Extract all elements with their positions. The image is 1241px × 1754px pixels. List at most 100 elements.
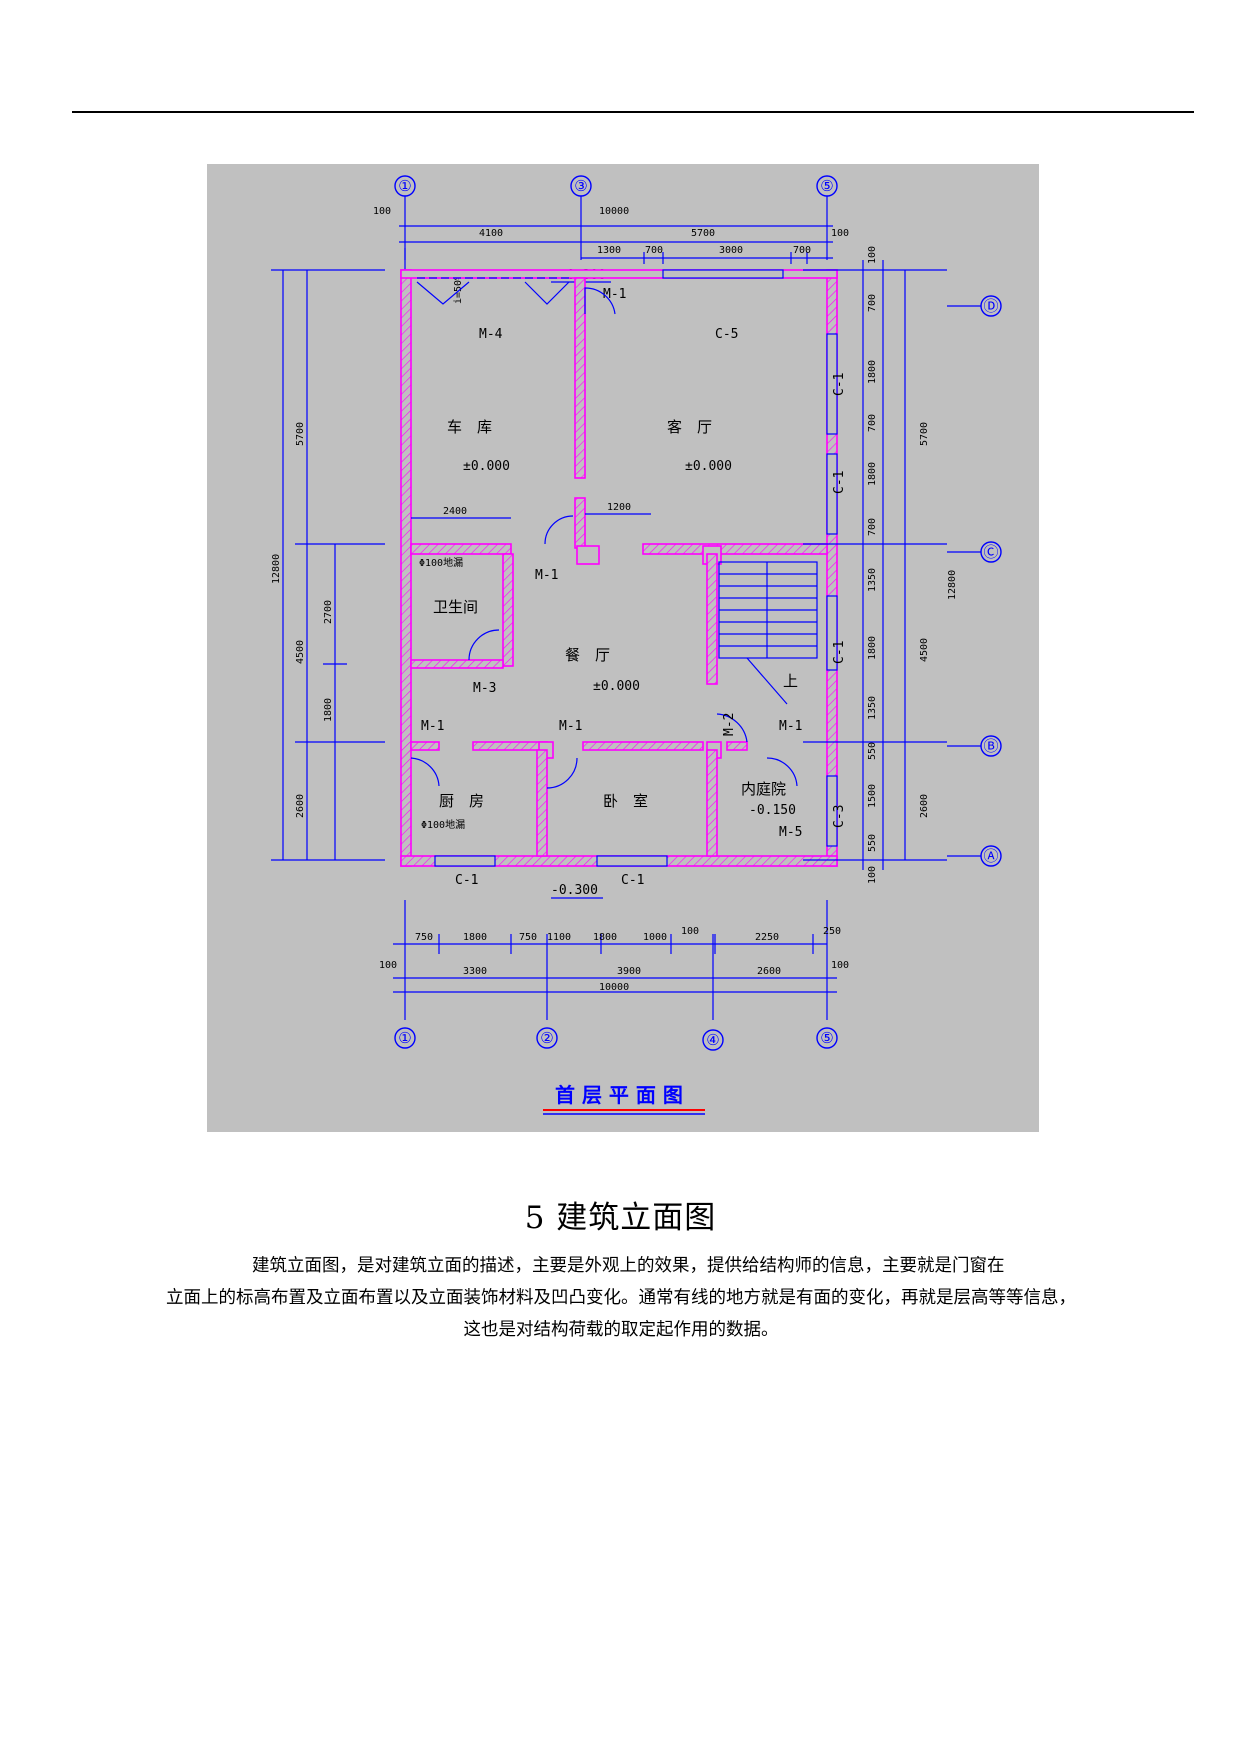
level-courtyard: -0.150 bbox=[749, 803, 796, 818]
doors bbox=[410, 277, 798, 789]
axis-label-1-top: ① bbox=[398, 177, 411, 195]
right-dimensions: 100 700 1800 700 1800 700 1350 1800 1350… bbox=[803, 246, 958, 884]
dim-right-1800a: 1800 bbox=[867, 360, 878, 384]
section-paragraph: 建筑立面图，是对建筑立面的描述，主要是外观上的效果，提供给结构师的信息，主要就是… bbox=[72, 1250, 1170, 1346]
axis-bubble-2-bottom bbox=[536, 1027, 558, 1049]
windows bbox=[434, 269, 838, 867]
dim-left-2700: 2700 bbox=[323, 600, 334, 624]
room-kitchen: 厨 房 bbox=[439, 792, 484, 810]
dim-bottom-1000: 1000 bbox=[643, 932, 667, 943]
mark-c1-bottom-b: C-1 bbox=[621, 873, 644, 888]
dim-top-1300: 1300 bbox=[597, 245, 621, 256]
dim-top-4100: 4100 bbox=[479, 228, 503, 239]
axis-label-5-top: ⑤ bbox=[820, 177, 833, 195]
paragraph-line-2: 立面上的标高布置及立面布置以及立面装饰材料及凹凸变化。通常有线的地方就是有面的变… bbox=[166, 1288, 1076, 1308]
axis-label-a: Ⓐ bbox=[983, 847, 998, 865]
mark-c1-right-c: C-1 bbox=[832, 641, 847, 664]
mark-c1-right-b: C-1 bbox=[832, 471, 847, 494]
dim-right-550a: 550 bbox=[867, 742, 878, 760]
header-rule bbox=[72, 111, 1194, 113]
dim-bottom-total: 10000 bbox=[599, 982, 629, 993]
slope-label: i=50% bbox=[453, 274, 464, 304]
stair-up-label: 上 bbox=[783, 672, 798, 690]
plan-caption: 首 层 平 面 图 bbox=[555, 1083, 683, 1107]
mark-m1-court: M-1 bbox=[779, 719, 802, 734]
dim-right-12800: 12800 bbox=[947, 570, 958, 600]
room-bedroom: 卧 室 bbox=[603, 792, 648, 810]
axis-bubble-5-bottom bbox=[816, 1027, 838, 1049]
dim-right-5700: 5700 bbox=[919, 422, 930, 446]
dim-bottom-100: 100 bbox=[681, 926, 699, 937]
dim-bottom-2600: 2600 bbox=[757, 966, 781, 977]
axis-label-b: Ⓑ bbox=[983, 737, 998, 755]
level-bottom: -0.300 bbox=[551, 883, 598, 898]
note-drain-kitchen: Φ100地漏 bbox=[421, 818, 465, 831]
level-dining: ±0.000 bbox=[593, 679, 640, 694]
dim-bottom-1800a: 1800 bbox=[463, 932, 487, 943]
dim-bottom-1800b: 1800 bbox=[593, 932, 617, 943]
section-title: 5 建筑立面图 bbox=[524, 1200, 717, 1236]
dim-2400: 2400 bbox=[443, 506, 467, 517]
axis-label-5-bottom: ⑤ bbox=[820, 1029, 833, 1047]
dim-bottom-edge-left: 100 bbox=[379, 960, 397, 971]
dim-top-5700: 5700 bbox=[691, 228, 715, 239]
mark-m3: M-3 bbox=[473, 681, 496, 696]
axis-label-4-bottom: ④ bbox=[706, 1031, 719, 1049]
dim-left-12800: 12800 bbox=[271, 554, 282, 584]
axis-label-3-top: ③ bbox=[574, 177, 587, 195]
dim-bottom-750b: 750 bbox=[519, 932, 537, 943]
dim-bottom-edge-right: 100 bbox=[831, 960, 849, 971]
dim-left-4500: 4500 bbox=[295, 640, 306, 664]
dim-top-edge-left: 100 bbox=[373, 206, 391, 217]
dim-right-1350b: 1350 bbox=[867, 696, 878, 720]
dim-right-100-bottom: 100 bbox=[867, 866, 878, 884]
mark-m1-top: M-1 bbox=[603, 287, 626, 302]
dim-left-5700: 5700 bbox=[295, 422, 306, 446]
mark-m4: M-4 bbox=[479, 327, 503, 342]
dim-1200: 1200 bbox=[607, 502, 631, 513]
dim-right-700c: 700 bbox=[867, 518, 878, 536]
mark-m1-kitchen: M-1 bbox=[421, 719, 444, 734]
paragraph-line-3: 这也是对结构荷载的取定起作用的数据。 bbox=[463, 1320, 779, 1340]
floor-plan-figure: ① ③ ⑤ 100 10000 4100 5700 100 1300 700 3… bbox=[207, 164, 1039, 1132]
dim-left-1800: 1800 bbox=[323, 698, 334, 722]
dim-top-total: 10000 bbox=[599, 206, 629, 217]
dim-bottom-2250: 2250 bbox=[755, 932, 779, 943]
dim-right-550b: 550 bbox=[867, 834, 878, 852]
room-dining: 餐 厅 bbox=[565, 646, 610, 664]
mark-m1-hall: M-1 bbox=[535, 568, 558, 583]
dim-top-700b: 700 bbox=[793, 245, 811, 256]
mark-m5: M-5 bbox=[779, 825, 802, 840]
top-dimensions: 100 10000 4100 5700 100 1300 700 3000 70… bbox=[373, 206, 849, 282]
dim-bottom-1100: 1100 bbox=[547, 932, 571, 943]
dim-right-1500: 1500 bbox=[867, 784, 878, 808]
dim-top-edge-right: 100 bbox=[831, 228, 849, 239]
dim-right-700b: 700 bbox=[867, 414, 878, 432]
dim-left-2600: 2600 bbox=[295, 794, 306, 818]
floor-plan-drawing: ① ③ ⑤ 100 10000 4100 5700 100 1300 700 3… bbox=[271, 175, 1002, 1115]
mark-c1-right-a: C-1 bbox=[832, 373, 847, 396]
dim-right-1800c: 1800 bbox=[867, 636, 878, 660]
dim-right-700a: 700 bbox=[867, 294, 878, 312]
dim-bottom-3900: 3900 bbox=[617, 966, 641, 977]
room-courtyard: 内庭院 bbox=[741, 780, 786, 798]
dim-bottom-3300: 3300 bbox=[463, 966, 487, 977]
dim-right-100-top: 100 bbox=[867, 246, 878, 264]
stair bbox=[718, 561, 818, 705]
level-living: ±0.000 bbox=[685, 459, 732, 474]
dim-top-700a: 700 bbox=[645, 245, 663, 256]
mark-m2: M-2 bbox=[722, 713, 737, 736]
dim-bottom-750a: 750 bbox=[415, 932, 433, 943]
dim-bottom-250: 250 bbox=[823, 926, 841, 937]
mark-c1-bottom-a: C-1 bbox=[455, 873, 478, 888]
dim-right-1800b: 1800 bbox=[867, 462, 878, 486]
room-living: 客 厅 bbox=[667, 418, 712, 436]
dim-right-4500: 4500 bbox=[919, 638, 930, 662]
level-garage: ±0.000 bbox=[463, 459, 510, 474]
dim-top-3000: 3000 bbox=[719, 245, 743, 256]
axis-label-2-bottom: ② bbox=[540, 1029, 553, 1047]
mark-m1-bedroom: M-1 bbox=[559, 719, 582, 734]
axis-label-1-bottom: ① bbox=[398, 1029, 411, 1047]
dim-right-2600: 2600 bbox=[919, 794, 930, 818]
axis-bubble-4-bottom bbox=[702, 1029, 724, 1051]
